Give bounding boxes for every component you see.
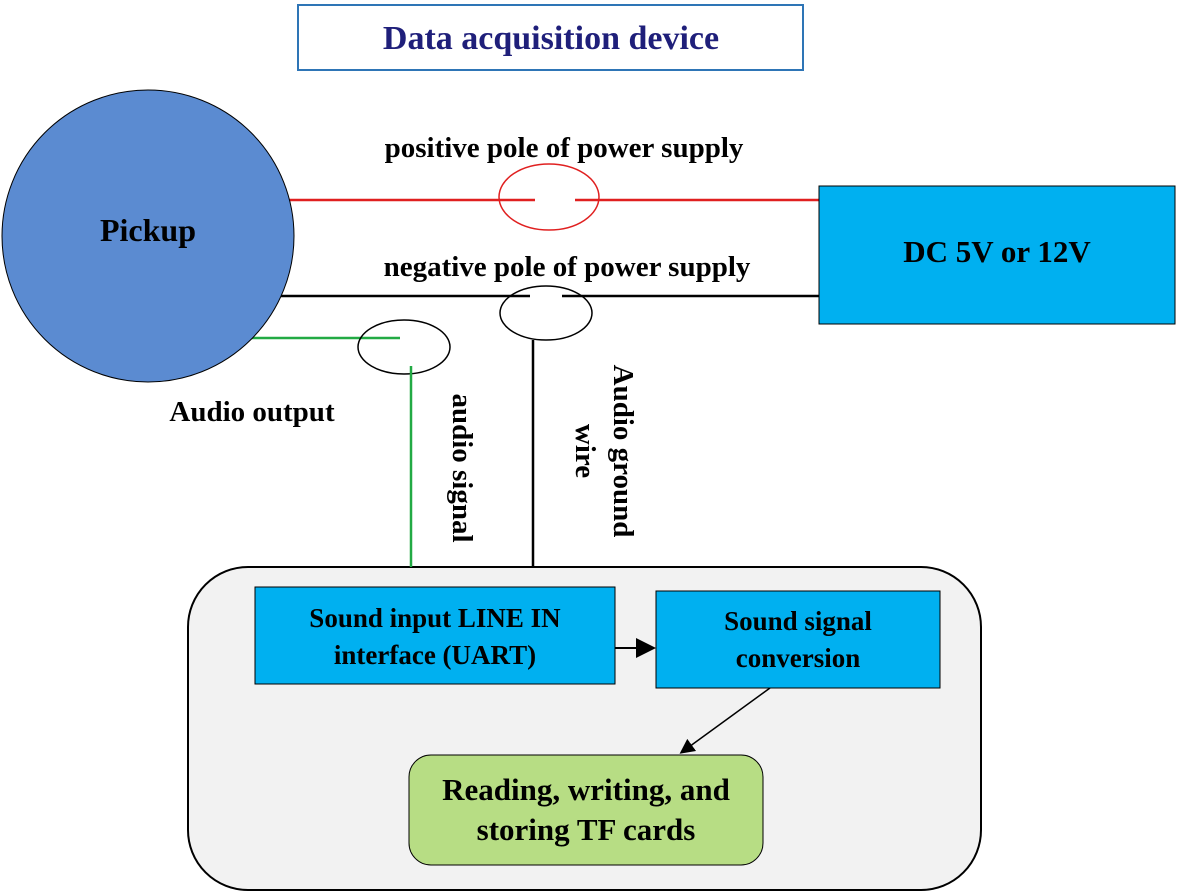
ground-wire-label-line1: Audio ground — [607, 365, 639, 538]
conversion-box — [655, 590, 941, 689]
positive-junction — [498, 163, 600, 231]
tf-card-label-line1: Reading, writing, and — [442, 772, 730, 807]
pickup-node — [1, 89, 295, 383]
audio-signal-label: audio signal — [446, 393, 478, 542]
arrow-conversion-to-tf — [679, 687, 771, 754]
diagram-title: Data acquisition device — [383, 20, 719, 57]
tf-card-box — [408, 754, 764, 866]
conversion-label-line2: conversion — [736, 643, 861, 673]
title-box — [297, 4, 804, 71]
ground-wire-label-line2: wire — [569, 424, 601, 478]
negative-pole-label: negative pole of power supply — [384, 251, 751, 283]
conversion-label-line1: Sound signal — [724, 606, 872, 636]
pickup-label: Pickup — [100, 212, 196, 248]
sound-input-box — [254, 586, 616, 685]
tf-card-label-line2: storing TF cards — [477, 812, 696, 847]
dc-power-label: DC 5V or 12V — [903, 234, 1091, 269]
sound-input-label-line2: interface (UART) — [334, 640, 536, 670]
sound-input-label-line1: Sound input LINE IN — [309, 603, 561, 633]
audio-junction — [357, 319, 451, 375]
audio-output-label: Audio output — [169, 396, 335, 428]
negative-junction — [499, 285, 593, 341]
positive-pole-label: positive pole of power supply — [385, 132, 744, 164]
dc-power-box — [818, 185, 1176, 325]
